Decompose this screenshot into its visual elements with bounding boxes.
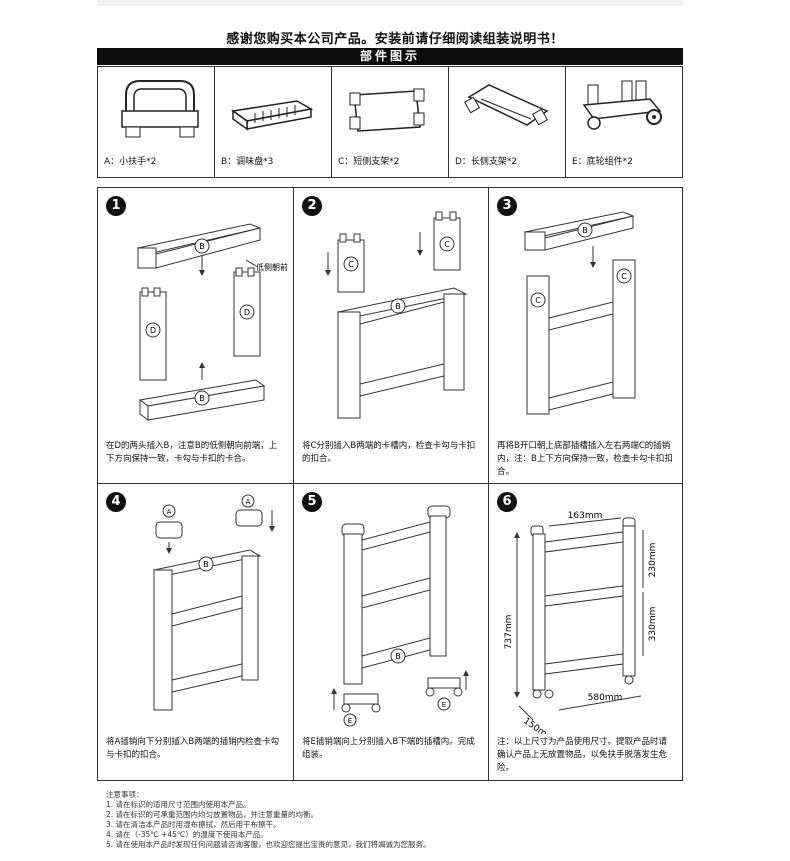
- svg-text:E: E: [442, 701, 446, 709]
- step-1-callout: 低侧朝前: [256, 262, 288, 272]
- svg-text:A: A: [167, 508, 172, 516]
- note-item: 2. 请在标识的可承重范围内均匀放置物品，并注意重量的均衡。: [106, 810, 319, 819]
- step-4: 4 A A B 将A插销向下分别插入B两端的插销内检查卡勾与卡扣的扣合。: [98, 484, 294, 780]
- step-number: 4: [106, 492, 126, 512]
- svg-text:B: B: [395, 302, 401, 311]
- svg-text:D: D: [244, 308, 250, 317]
- svg-text:C: C: [348, 260, 354, 269]
- parts-section-title: 部件图示: [97, 48, 683, 65]
- step-5: 5 B E E 将E插销端向上分别插入B下端的插槽内。完成组装。: [294, 484, 489, 780]
- svg-text:B: B: [199, 394, 205, 403]
- step-number: 3: [497, 196, 517, 216]
- handle-icon: [121, 80, 199, 138]
- step-description: 再将B开口朝上底部插槽插入左右两端C的插销内，注：B上下方向保持一致，检查卡勾卡…: [497, 441, 673, 477]
- top-band: [97, 0, 683, 6]
- svg-text:B: B: [582, 226, 588, 235]
- part-label: C：短侧支架*2: [338, 157, 400, 167]
- svg-text:B: B: [395, 652, 401, 661]
- part-e: E：底轮组件*2: [566, 67, 682, 177]
- short-frame-icon: [349, 88, 425, 132]
- step-6-illustration: 737mm 163mm 230mm 330mm 580mm 150mm: [504, 511, 658, 734]
- part-label: D：长侧支架*2: [455, 157, 518, 167]
- upper-gap-dimension: 230mm: [648, 543, 658, 578]
- part-d: D：长侧支架*2: [449, 67, 566, 177]
- step-description: 将E插销端向上分别插入B下端的插槽内。完成组装。: [302, 737, 475, 760]
- depth-dimension: 580mm: [588, 693, 623, 703]
- part-label: E：底轮组件*2: [572, 157, 633, 167]
- step-5-illustration: B E E: [331, 505, 469, 727]
- height-dimension: 737mm: [504, 615, 514, 650]
- page-title: 感谢您购买本公司产品。安装前请仔细阅读组装说明书！: [226, 32, 564, 47]
- step-3-illustration: B C C: [523, 211, 636, 415]
- svg-text:C: C: [621, 272, 627, 281]
- part-b: B：调味盘*3: [215, 67, 332, 177]
- step-description: 在D的两头插入B，注意B的低侧朝向前端，上下方向保持一致，卡勾与卡扣的卡合。: [106, 441, 278, 464]
- wheel-assembly-icon: [582, 80, 662, 130]
- step-2-illustration: C C B: [325, 211, 468, 419]
- step-1-illustration: B 低侧朝前 D D B: [136, 223, 288, 421]
- top-width-dimension: 163mm: [568, 511, 603, 521]
- notes-title: 注意事项：: [106, 790, 144, 799]
- step-number: 6: [497, 492, 517, 512]
- note-item: 4. 请在（-35℃ +45℃）的温度下使用本产品。: [106, 830, 268, 839]
- svg-text:D: D: [150, 326, 156, 335]
- tray-icon: [231, 100, 314, 131]
- step-3: 3 B C C 再将B开口朝上底部插槽插入左右两端C的插销内，注：B上下方向保持…: [489, 188, 682, 484]
- part-c: C：短侧支架*2: [332, 67, 449, 177]
- step-description: 将C分别插入B两端的卡槽内，检查卡勾与卡扣的扣合。: [302, 441, 476, 464]
- part-a: A：小扶手*2: [98, 67, 215, 177]
- part-label: B：调味盘*3: [221, 157, 274, 167]
- lower-gap-dimension: 330mm: [648, 607, 658, 642]
- svg-text:B: B: [199, 242, 205, 251]
- note-item: 1. 请在标识的适用尺寸范围内使用本产品。: [106, 800, 251, 809]
- note-item: 3. 请在清洁本产品时用湿布擦拭，然后用干布擦干。: [106, 820, 281, 829]
- step-description: 注：以上尺寸为产品使用尺寸。提取产品时请确认产品上无放置物品，以免扶手脱落发生危…: [497, 737, 668, 773]
- step-description: 将A插销向下分别插入B两端的插销内检查卡勾与卡扣的扣合。: [106, 737, 280, 760]
- svg-text:E: E: [348, 717, 352, 725]
- step-1: 1 B 低侧朝前 D D B 在D的两头插入B，注意B的低侧朝向前端，上下方向保…: [98, 188, 294, 484]
- part-label: A：小扶手*2: [104, 157, 157, 167]
- step-2: 2 C C B 将C分别插入B两端的卡槽内，检查卡勾与卡扣的扣合。: [294, 188, 489, 484]
- step-number: 1: [106, 196, 126, 216]
- assembly-steps: 1 B 低侧朝前 D D B 在D的两头插入B，注意B的低侧朝向前端，上下方向保…: [97, 187, 683, 781]
- step-6: 6 737mm 163mm 230mm 330mm 580mm 150mm: [489, 484, 682, 780]
- svg-text:C: C: [535, 296, 541, 305]
- note-item: 5. 请在使用本产品时发现任何问题请咨询客服，也欢迎您提出宝贵的意见，我们将竭诚…: [106, 840, 431, 849]
- svg-text:B: B: [203, 560, 209, 569]
- step-4-illustration: A A B: [152, 494, 275, 711]
- width-dimension: 150mm: [521, 716, 555, 734]
- svg-text:C: C: [444, 240, 450, 249]
- notes-section: 注意事项： 1. 请在标识的适用尺寸范围内使用本产品。 2. 请在标识的可承重范…: [106, 790, 431, 850]
- svg-text:A: A: [246, 498, 251, 506]
- long-frame-icon: [463, 84, 549, 126]
- step-number: 5: [302, 492, 322, 512]
- step-number: 2: [302, 196, 322, 216]
- parts-list: A：小扶手*2 B：调味盘*3 C：短侧支架*2 D：长侧支架*2: [97, 66, 683, 178]
